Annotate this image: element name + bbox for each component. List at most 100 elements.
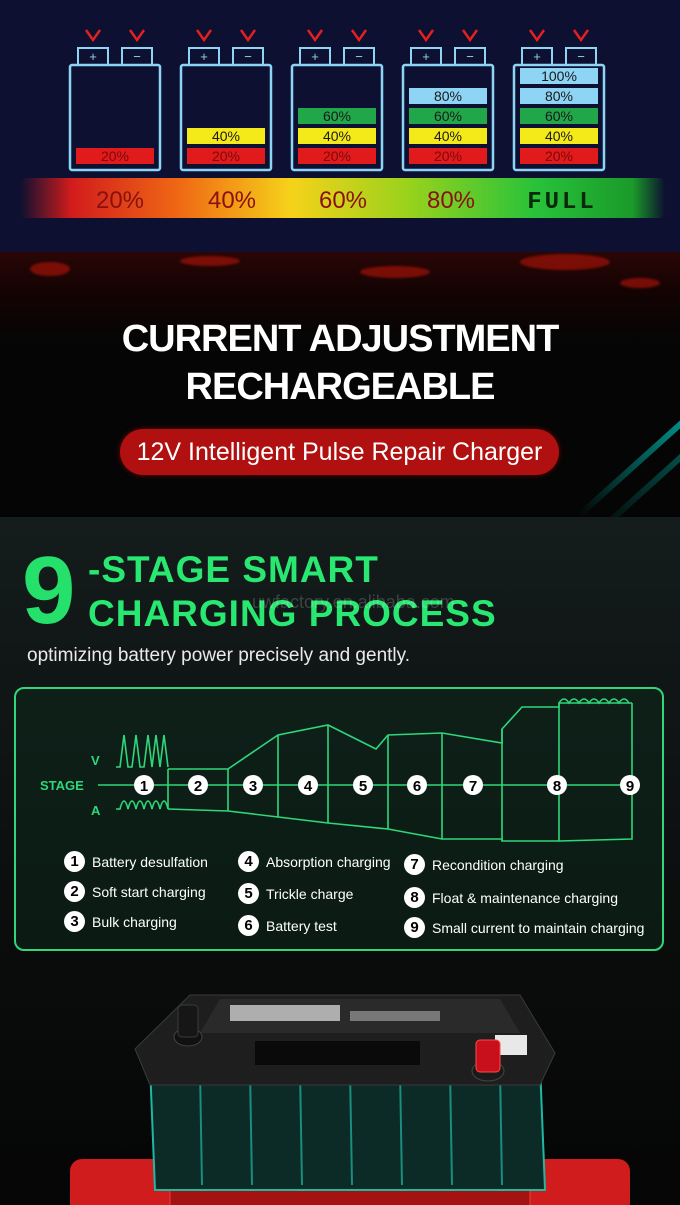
stage-number: 1 — [140, 778, 148, 795]
charge-cell — [409, 88, 487, 104]
ember-decoration — [620, 278, 660, 288]
legend-label: Battery test — [266, 917, 337, 934]
legend-number: 1 — [64, 851, 85, 872]
charge-cell-label: 20% — [323, 148, 351, 164]
red-arrow-icon — [128, 29, 146, 43]
current-label: A — [91, 803, 101, 818]
plus-terminal-label: + — [311, 49, 319, 64]
stage-number: 2 — [194, 778, 202, 795]
charge-cell-label: 20% — [101, 148, 129, 164]
red-arrow-icon — [239, 29, 257, 43]
charge-cell-label: 60% — [323, 108, 351, 124]
legend-number: 8 — [404, 887, 425, 908]
ember-decoration — [520, 254, 610, 270]
plus-terminal-label: + — [200, 49, 208, 64]
watermark: uwfactory.en.alibaba.com — [252, 592, 455, 612]
charge-cell-label: 40% — [434, 128, 462, 144]
battery-body — [290, 63, 384, 172]
legend-label: Trickle charge — [266, 885, 354, 902]
title-line-2: CHARGING PROCESS — [88, 593, 497, 634]
battery-body — [179, 63, 273, 172]
battery-icon: + − 20% 40% — [179, 29, 273, 172]
stage-number: 7 — [469, 778, 477, 795]
battery-icon: +−20% — [68, 29, 162, 172]
charge-cell — [409, 108, 487, 124]
charge-cell-label: 40% — [212, 128, 240, 144]
legend-label: Absorption charging — [266, 853, 391, 870]
voltage-wave — [116, 734, 169, 768]
legend-item: 7 Recondition charging — [404, 854, 564, 875]
legend-number: 9 — [404, 917, 425, 938]
charge-cell-label: 20% — [545, 148, 573, 164]
red-arrow-icon — [417, 29, 435, 43]
stage-number: 3 — [249, 778, 257, 795]
charge-cell — [520, 128, 598, 144]
red-arrow-icon — [528, 29, 546, 43]
charge-cell — [409, 148, 487, 164]
legend-item: 1 Battery desulfation — [64, 851, 208, 872]
minus-terminal-label: − — [244, 49, 252, 64]
stage-marker: 7 — [463, 775, 483, 795]
title-line-1: -STAGE SMART — [88, 549, 379, 590]
legend-number: 3 — [64, 911, 85, 932]
plus-terminal-label: + — [89, 49, 97, 64]
stage-number: 8 — [553, 778, 561, 795]
stage-marker: 6 — [407, 775, 427, 795]
stage-number: 4 — [304, 778, 313, 795]
legend-number: 7 — [404, 854, 425, 875]
battery-label — [230, 1005, 340, 1021]
legend-number: 6 — [238, 915, 259, 936]
headline-line-2: RECHARGEABLE — [185, 366, 496, 408]
promo-section: CURRENT ADJUSTMENT RECHARGEABLE 12V Inte… — [0, 252, 680, 517]
legend-label: Small current to maintain charging — [432, 919, 645, 936]
ember-decoration — [30, 262, 70, 276]
stage-envelope-top — [168, 702, 632, 770]
charge-level-label: 40% — [208, 187, 256, 214]
charge-cell-label: 20% — [434, 148, 462, 164]
product-badge: 12V Intelligent Pulse Repair Charger — [120, 429, 559, 475]
charge-cell — [298, 148, 376, 164]
subtitle: optimizing battery power precisely and g… — [27, 645, 411, 666]
battery-body — [68, 63, 162, 172]
minus-terminal-label: − — [577, 49, 585, 64]
minus-terminal-label: − — [355, 49, 363, 64]
legend-label: Recondition charging — [432, 856, 564, 873]
charge-cell-label: 60% — [434, 108, 462, 124]
plus-terminal-label: + — [422, 49, 430, 64]
charge-cell — [409, 128, 487, 144]
stage-number: 6 — [413, 778, 421, 795]
stage-marker: 2 — [188, 775, 208, 795]
charge-cell — [520, 88, 598, 104]
legend-number: 2 — [64, 881, 85, 902]
legend-item: 6 Battery test — [238, 915, 337, 936]
current-wave — [116, 800, 169, 810]
battery-product-image — [70, 994, 630, 1205]
legend-label: Battery desulfation — [92, 853, 208, 870]
charge-cell — [298, 108, 376, 124]
stage-marker: 9 — [620, 775, 640, 795]
charge-level-label: FULL — [527, 189, 597, 216]
red-arrow-icon — [84, 29, 102, 43]
battery-icon: + − 20% 40% 60% — [290, 29, 384, 172]
charge-cell — [520, 108, 598, 124]
battery-body — [512, 63, 606, 172]
battery-body — [401, 63, 495, 172]
float-coil — [558, 698, 630, 705]
red-arrow-icon — [572, 29, 590, 43]
battery-icon: +−20%40%60%80% — [401, 29, 495, 172]
stage-number: 9 — [626, 778, 634, 795]
charge-cell-label: 20% — [212, 148, 240, 164]
minus-terminal-label: − — [466, 49, 474, 64]
charge-cell-label: 40% — [323, 128, 351, 144]
stage-count-number: 9 — [22, 537, 76, 644]
charge-cell — [187, 148, 265, 164]
charge-cell-label: 80% — [545, 88, 573, 104]
stage-marker: 5 — [353, 775, 373, 795]
